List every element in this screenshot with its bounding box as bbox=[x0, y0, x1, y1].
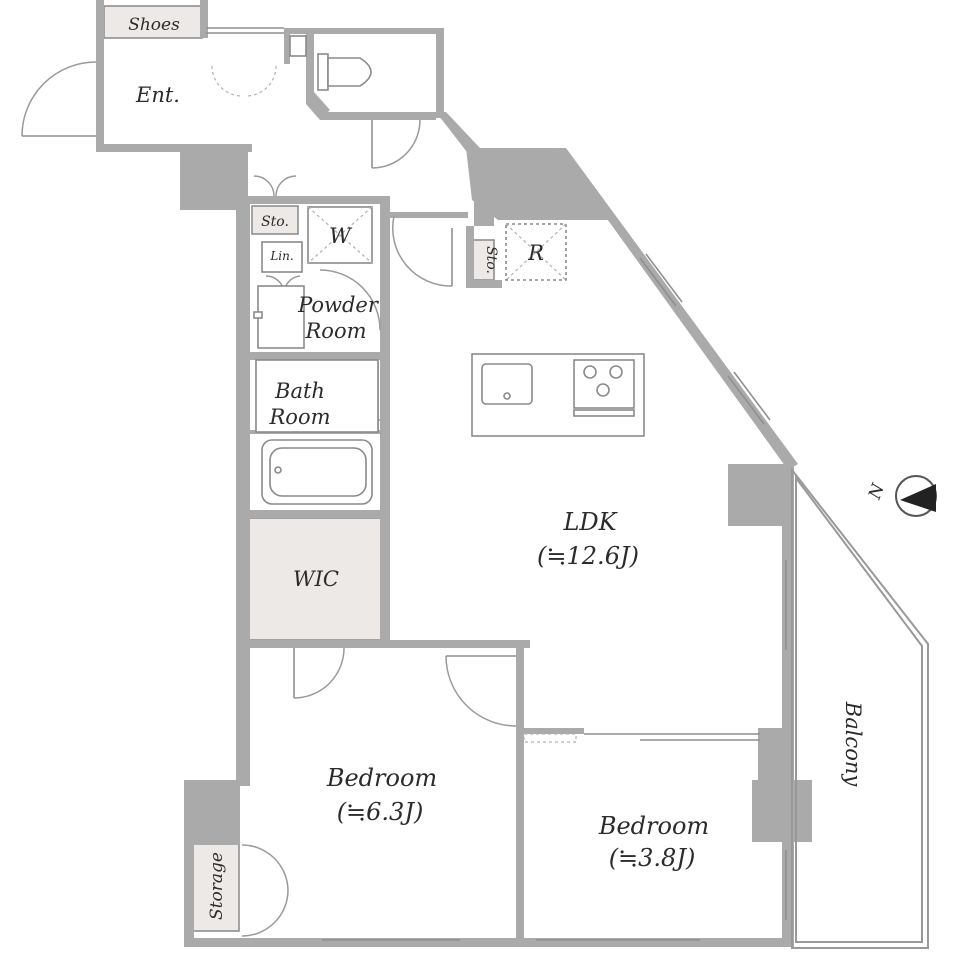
label-sto-1: Sto. bbox=[261, 214, 289, 230]
compass-label: N bbox=[865, 480, 890, 503]
walls bbox=[96, 0, 812, 947]
label-refrigerator: R bbox=[527, 241, 544, 265]
label-bath-room-1: Bath bbox=[274, 379, 325, 403]
label-bath-room-2: Room bbox=[268, 405, 330, 429]
fixtures bbox=[253, 35, 645, 505]
label-wic: WIC bbox=[293, 567, 339, 591]
label-sto-2: Sto. bbox=[483, 246, 499, 274]
label-powder-room-1: Powder bbox=[297, 293, 380, 317]
room-labels: Shoes Ent. Sto. W Lin. R Sto. Powder Roo… bbox=[128, 15, 865, 920]
label-storage: Storage bbox=[207, 852, 227, 920]
vanity bbox=[257, 285, 305, 349]
balcony-outline bbox=[791, 467, 929, 949]
label-shoes: Shoes bbox=[128, 15, 180, 35]
windows bbox=[206, 27, 787, 941]
label-linen: Lin. bbox=[269, 249, 293, 263]
label-bedroom-2-size: (≒3.8J) bbox=[609, 844, 696, 872]
label-balcony: Balcony bbox=[841, 701, 865, 788]
toilet-tank bbox=[317, 53, 329, 91]
label-bedroom-2-name: Bedroom bbox=[598, 812, 709, 840]
label-entrance: Ent. bbox=[135, 83, 180, 107]
north-compass: N bbox=[865, 475, 937, 517]
label-bedroom-1-size: (≒6.3J) bbox=[337, 798, 424, 826]
door-swings bbox=[21, 61, 517, 937]
label-washer: W bbox=[329, 224, 353, 248]
label-ldk-size: (≒12.6J) bbox=[537, 542, 639, 570]
toilet-bowl-icon bbox=[327, 57, 372, 87]
label-ldk-name: LDK bbox=[562, 508, 618, 536]
label-bedroom-1-name: Bedroom bbox=[326, 764, 437, 792]
wic-area bbox=[248, 517, 383, 641]
sto-1-area bbox=[251, 205, 299, 235]
label-powder-room-2: Room bbox=[304, 319, 366, 343]
sink-icon bbox=[481, 363, 533, 405]
